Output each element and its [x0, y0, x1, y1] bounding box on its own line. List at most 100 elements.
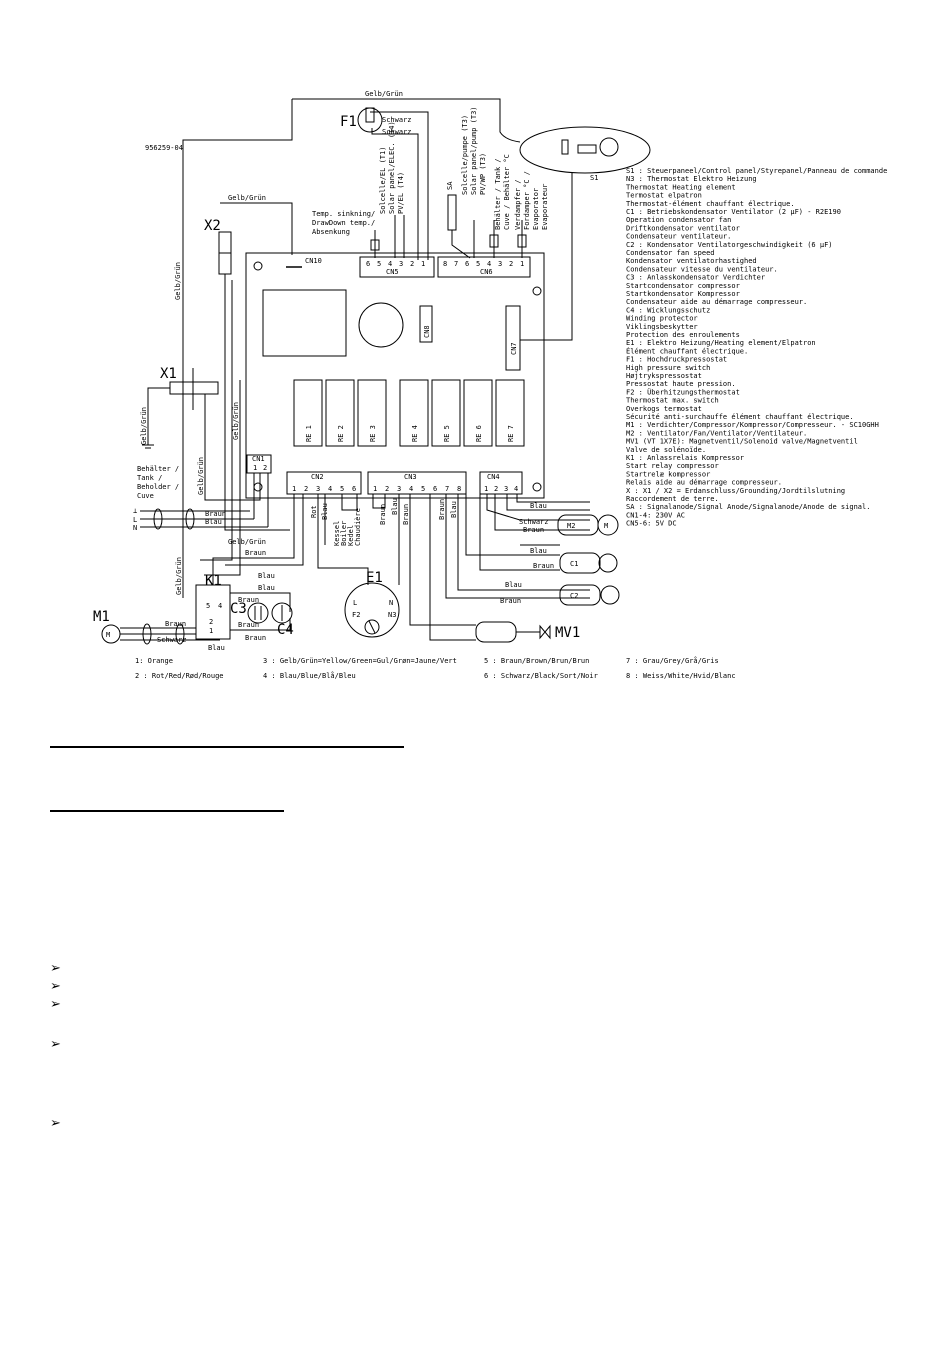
- cn1-label: CN1: [252, 455, 265, 463]
- wire-cn2-3-e1: [317, 494, 369, 585]
- cn2-pin: 4: [328, 485, 332, 493]
- legend-line: C4 : Wicklungsschutz: [626, 306, 710, 314]
- color-legend-8: 8 : Weiss/White/Hvid/Blanc: [626, 672, 736, 680]
- wire-label-braun-cn2: Braun: [245, 549, 266, 557]
- board-capacitor: [358, 302, 404, 348]
- legend-line: High pressure switch: [626, 364, 710, 372]
- temp-drawdown-1: Temp. sinkning/: [312, 210, 375, 218]
- wire-label-gelb-gruen-top: Gelb/Grün: [365, 90, 403, 98]
- c3-capacitor: [247, 602, 269, 624]
- drawing-number: 956259-04: [145, 144, 183, 152]
- cn1-pin: 1: [253, 464, 257, 472]
- evap-sensor-2: Fordamper °C /: [523, 171, 531, 230]
- cn7-connector: [505, 305, 521, 371]
- tank-sensor-2: Cuve / Behälter °C: [503, 154, 511, 230]
- color-legend-2: 2 : Rot/Red/Rød/Rouge: [135, 672, 224, 680]
- m2-symbol: M: [604, 522, 608, 530]
- cn5-sensor-3: PV/EL (T4): [397, 172, 405, 214]
- cn3-pin: 7: [445, 485, 449, 493]
- m1-cable-clamp: [175, 623, 185, 645]
- legend-line: K1 : Anlassrelais Kompressor: [626, 454, 744, 462]
- evap-sensor-3: Evaporator: [532, 188, 540, 230]
- legend-line: Højtrykspressostat: [626, 372, 702, 380]
- legend-line: Startcondensator compressor: [626, 282, 740, 290]
- tank-label-2: Tank /: [137, 474, 162, 482]
- sa-label: SA: [446, 181, 454, 190]
- bullet-arrow: ➢: [50, 961, 61, 976]
- relay-label: RE 1: [305, 425, 313, 442]
- legend-line: N3 : Thermostat Elektro Heizung: [626, 175, 757, 183]
- wire-label-gelb-gruen-m1: Gelb/Grün: [175, 557, 183, 595]
- s1-display: [577, 144, 597, 154]
- legend-line: Condensateur ventilateur.: [626, 233, 731, 241]
- cn5-pin: 5: [377, 260, 381, 268]
- wire-ground-top: [292, 98, 521, 143]
- kessel-label-3: Kedel: [347, 525, 355, 546]
- kessel-label-2: Boiler: [340, 521, 348, 546]
- c3-label: C3: [230, 601, 247, 617]
- relay-6: [463, 379, 493, 447]
- f1-label: F1: [340, 114, 357, 130]
- wire-label-braun-k1: Braun: [238, 596, 259, 604]
- legend-line: Winding protector: [626, 315, 698, 323]
- wire-x2-gruen: [224, 274, 290, 531]
- k1-label: K1: [205, 573, 222, 589]
- cn2-pin: 3: [316, 485, 320, 493]
- mains-ground-symbol: ⊥: [133, 507, 137, 515]
- wire-gelb-x2: [200, 280, 233, 561]
- c1-capacitor: [598, 553, 618, 573]
- cn5-pin: 1: [421, 260, 425, 268]
- bullet-arrow: ➢: [50, 997, 61, 1012]
- legend-line: Thermostat max. switch: [626, 397, 719, 405]
- relay-label: RE 5: [443, 425, 451, 442]
- temp-drawdown-2: DrawDown temp./: [312, 219, 375, 227]
- cn6-pin: 1: [520, 260, 524, 268]
- wire-sa: [451, 230, 471, 259]
- m2-cable-sleeve: [557, 514, 599, 536]
- e1-n-label: N: [389, 599, 393, 607]
- cn6-connector: [437, 256, 531, 278]
- cn7-label: CN7: [510, 342, 518, 355]
- legend-line: Viklingsbeskytter: [626, 323, 698, 331]
- wire-cn4-1: [486, 494, 590, 521]
- wire-label-schwarz-m1: Schwarz: [157, 636, 187, 644]
- wire-cn3-mv1b: [429, 494, 476, 641]
- mains-cable-clamp: [153, 508, 163, 530]
- cn6-label: CN6: [480, 268, 493, 276]
- legend-line: Relais aide au démarrage compresseur.: [626, 479, 782, 487]
- legend-line: CN5-6: 5V DC: [626, 520, 677, 528]
- mains-cable-clamp: [185, 508, 195, 530]
- wire-cn4-3: [506, 494, 590, 511]
- c2-label: C2: [570, 592, 578, 600]
- wire-label-braun-m2: Braun: [523, 526, 544, 534]
- relay-label: RE 2: [337, 425, 345, 442]
- board-mount-hole: [532, 286, 542, 296]
- heading-underline: [50, 746, 404, 748]
- c4-label: C4: [277, 622, 294, 638]
- c4-capacitor: [271, 602, 293, 624]
- evap-sensor-1: Verdampfer /: [514, 179, 522, 230]
- wire-ground-left: [182, 99, 293, 598]
- x1-label: X1: [160, 366, 177, 382]
- cn3-pin: 5: [421, 485, 425, 493]
- mains-n-label: N: [133, 524, 137, 532]
- tank-sensor-1: Behälter / Tank /: [494, 158, 502, 230]
- wire-label-rot: Rot: [310, 505, 318, 518]
- legend-line: Thermostat-élément chauffant électrique.: [626, 200, 795, 208]
- x2-label: X2: [204, 218, 221, 234]
- tank-label-4: Cuve: [137, 492, 154, 500]
- wire-cn2-1: [212, 494, 295, 585]
- c1-label: C1: [570, 560, 578, 568]
- m1-label: M1: [93, 609, 110, 625]
- relay-4: [399, 379, 429, 447]
- relay-7: [495, 379, 525, 447]
- f2-label: F2: [352, 611, 360, 619]
- wire-label-blau-m2: Blau: [530, 502, 547, 510]
- wire-label-schwarz-f1b: Schwarz: [382, 128, 412, 136]
- wire-cn3-c2a: [445, 494, 590, 599]
- relay-3: [357, 379, 387, 447]
- legend-line: Termostat elpatron: [626, 192, 702, 200]
- k1-relay: [195, 584, 231, 640]
